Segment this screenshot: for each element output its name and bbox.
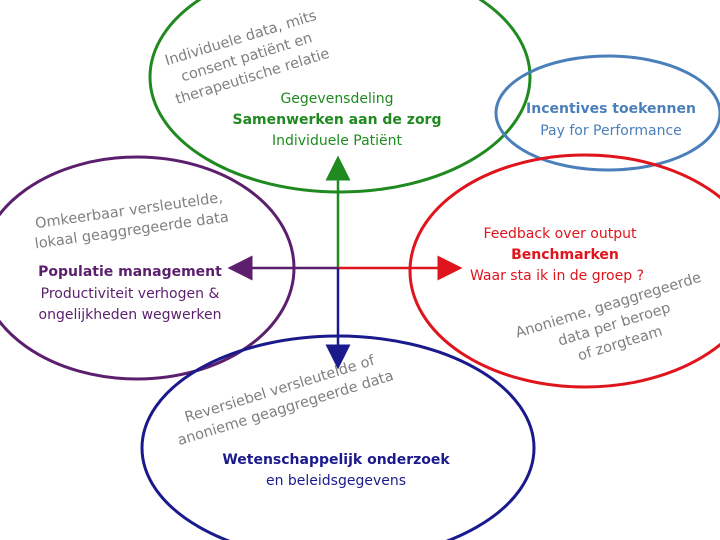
right-line-3: Waar sta ik in de groep ? [470, 268, 644, 284]
left-gray-text: Omkeerbaar versleutelde, lokaal geaggreg… [34, 190, 230, 252]
top-line-2: Samenwerken aan de zorg [232, 112, 441, 128]
incentives-line-2: Pay for Performance [540, 123, 682, 139]
bottom-gray-text: Reversiebel versleutelde of anonieme gea… [176, 353, 396, 449]
bottom-line-1: Wetenschappelijk onderzoek [222, 452, 450, 468]
incentives-ellipse [494, 54, 720, 172]
bottom-line-2: en beleidsgegevens [266, 473, 406, 489]
right-line-2: Benchmarken [511, 247, 619, 263]
top-ellipse [148, 0, 532, 194]
top-line-3: Individuele Patiënt [272, 133, 403, 149]
right-ellipse [408, 153, 720, 389]
incentives-line-1: Incentives toekennen [526, 101, 696, 117]
right-gray-text: Anonieme, geaggregeerde data per beroep … [514, 270, 704, 365]
left-line-3: ongelijkheden wegwerken [39, 307, 222, 323]
right-line-1: Feedback over output [484, 226, 637, 242]
top-line-1: Gegevensdeling [280, 91, 393, 107]
left-line-2: Productiviteit verhogen & [41, 286, 220, 302]
left-line-1: Populatie management [38, 264, 222, 280]
